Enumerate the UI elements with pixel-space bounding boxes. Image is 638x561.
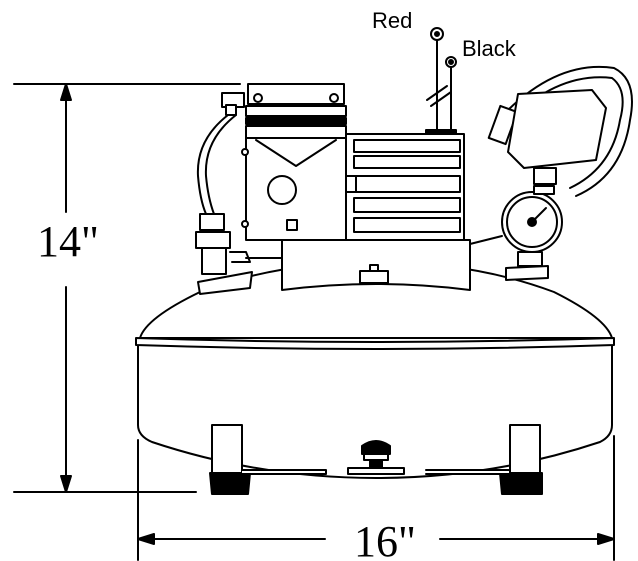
black-wire-terminal-center <box>448 59 454 65</box>
switch-cable-outer <box>507 65 633 197</box>
wire-break-mark <box>426 85 452 107</box>
pump-cover-bolt-right <box>329 93 339 103</box>
height-arrow-up-icon <box>60 83 72 101</box>
pump-side-screw-1 <box>241 148 249 156</box>
discharge-tube-outer <box>196 114 229 215</box>
left-foot-pad <box>209 472 251 495</box>
width-arrow-left-icon <box>137 533 155 545</box>
motor-fin-5 <box>353 217 461 233</box>
motor-side-clip <box>345 175 357 193</box>
tank-body <box>137 344 613 479</box>
left-bracket <box>241 469 327 475</box>
pump-head <box>241 83 347 241</box>
discharge-tube-inner <box>204 114 237 215</box>
height-label: 14" <box>37 217 99 266</box>
motor-fin-2 <box>353 155 461 169</box>
black-wire-label: Black <box>462 36 517 61</box>
saddle-bolt <box>369 264 379 272</box>
tank <box>135 261 615 479</box>
height-arrow-down-icon <box>60 475 72 493</box>
motor-fin-3 <box>353 175 461 193</box>
power-wires: Red Black <box>372 8 517 131</box>
pump-gasket-1 <box>245 105 347 117</box>
check-valve-base-plate <box>197 271 253 295</box>
height-dimension: 14" <box>13 83 241 493</box>
right-leg <box>509 424 541 474</box>
motor-fin-1 <box>353 139 461 153</box>
pump-cover-top <box>247 83 345 105</box>
drain-valve <box>347 440 405 475</box>
pump-gasket-2 <box>245 117 347 125</box>
gauge-needle-hub <box>527 217 537 227</box>
tank-seam <box>135 337 615 350</box>
left-leg <box>211 424 243 474</box>
motor-fin-4 <box>353 197 461 213</box>
pressure-switch <box>487 65 633 197</box>
drain-valve-stem <box>369 459 383 469</box>
width-label: 16" <box>354 517 416 561</box>
switch-cable-inner <box>511 76 624 189</box>
pressure-switch-stem <box>533 167 557 185</box>
red-wire-terminal-center <box>434 31 440 37</box>
gauge-supply-line <box>469 235 503 245</box>
pump-side-screw-2 <box>241 220 249 228</box>
pump-head-plate <box>245 125 347 139</box>
gauge-upper-fitting <box>533 185 555 195</box>
drain-valve-knob <box>361 440 391 455</box>
left-air-line <box>195 92 283 295</box>
width-arrow-right-icon <box>597 533 615 545</box>
drain-valve-base <box>347 467 405 475</box>
pump-crank-cover <box>267 175 297 205</box>
pump-body-chevron <box>255 139 337 167</box>
check-valve-nut <box>199 213 225 231</box>
legs <box>209 424 543 495</box>
check-valve-hex <box>195 231 231 249</box>
check-valve-body <box>201 247 227 275</box>
pump-small-port <box>286 219 298 231</box>
gauge-lower-fitting <box>517 251 543 267</box>
pump-base <box>281 239 471 291</box>
motor <box>345 129 465 241</box>
pressure-gauge <box>469 185 563 281</box>
right-bracket <box>425 469 511 475</box>
red-wire-label: Red <box>372 8 412 33</box>
right-foot-pad <box>499 472 543 495</box>
pump-outlet-nut <box>225 104 237 116</box>
gauge-base-plate <box>505 265 549 281</box>
motor-wire-plate <box>425 129 457 135</box>
pressure-switch-housing <box>507 89 607 169</box>
width-dimension: 16" <box>137 435 615 561</box>
pump-cover-bolt-left <box>253 93 263 103</box>
saddle-bolt-plate <box>359 270 389 284</box>
